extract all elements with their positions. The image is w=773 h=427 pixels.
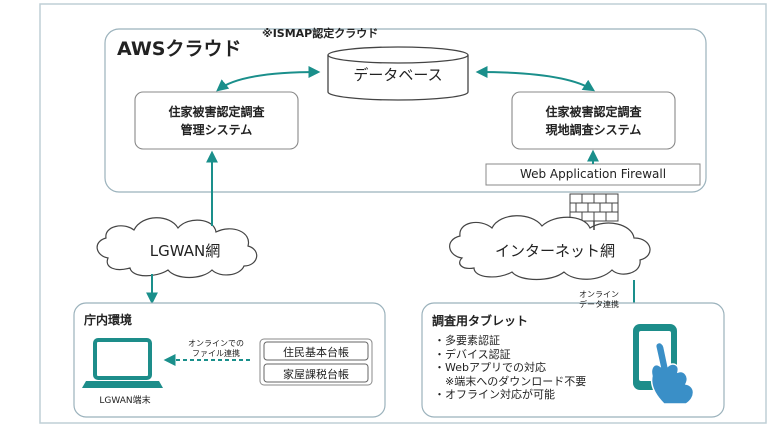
waf-label: Web Application Firewall xyxy=(519,167,667,181)
ledger-2-label: 家屋課税台帳 xyxy=(283,368,349,381)
ledger-box-1 xyxy=(263,341,369,361)
laptop-icon xyxy=(82,338,163,388)
feature-item: ・デバイス認証 xyxy=(434,347,511,361)
aws-cloud-title: AWSクラウド xyxy=(117,38,242,60)
file-link-label: オンラインでの ファイル連携 xyxy=(178,339,254,359)
mgmt-system-label: 住家被害認定調査 管理システム xyxy=(135,103,298,139)
ledger-box-2 xyxy=(263,363,369,383)
field-system-line1: 住家被害認定調査 xyxy=(545,105,642,119)
lgwan-cloud-shape xyxy=(96,217,258,279)
internet-label: インターネット網 xyxy=(494,242,615,260)
online-link-label: オンライン データ連携 xyxy=(565,290,633,310)
lgwan-label: LGWAN網 xyxy=(149,242,221,260)
online-link-line2: データ連携 xyxy=(579,300,619,309)
mgmt-system-line1: 住家被害認定調査 xyxy=(168,105,265,119)
feature-item: ※端末へのダウンロード不要 xyxy=(434,374,587,388)
mgmt-system-line2: 管理システム xyxy=(180,123,253,137)
firewall-icon xyxy=(569,193,619,222)
outer-frame xyxy=(39,3,767,424)
arrow-db-field xyxy=(475,66,596,92)
arrow-db-mgmt xyxy=(216,66,321,92)
field-system-box xyxy=(511,91,676,150)
tablet-feature-list: ・多要素認証 ・デバイス認証 ・Webアプリでの対応 ※端末へのダウンロード不要… xyxy=(434,334,586,402)
field-system-line2: 現地調査システム xyxy=(545,123,642,137)
feature-item: ・多要素認証 xyxy=(434,334,500,347)
database-label: データベース xyxy=(353,66,443,84)
tablet-hand-icon xyxy=(633,324,695,405)
database-cylinder xyxy=(327,46,469,101)
office-title: 庁内環境 xyxy=(84,313,133,327)
tablet-title: 調査用タブレット xyxy=(432,314,529,328)
online-link-line1: オンライン xyxy=(579,290,619,299)
field-system-label: 住家被害認定調査 現地調査システム xyxy=(512,103,675,139)
file-link-line2: ファイル連携 xyxy=(192,349,240,358)
mgmt-system-box xyxy=(134,91,299,150)
feature-item: ・Webアプリでの対応 xyxy=(434,361,546,374)
ismap-note: ※ISMAP認定クラウド xyxy=(262,27,379,40)
office-box xyxy=(73,302,386,418)
terminal-label: LGWAN端末 xyxy=(99,396,151,406)
feature-item: ・オフライン対応が可能 xyxy=(434,388,555,401)
internet-cloud-shape xyxy=(449,215,651,281)
file-link-line1: オンラインでの xyxy=(188,339,244,348)
ledger-1-label: 住民基本台帳 xyxy=(283,346,349,359)
